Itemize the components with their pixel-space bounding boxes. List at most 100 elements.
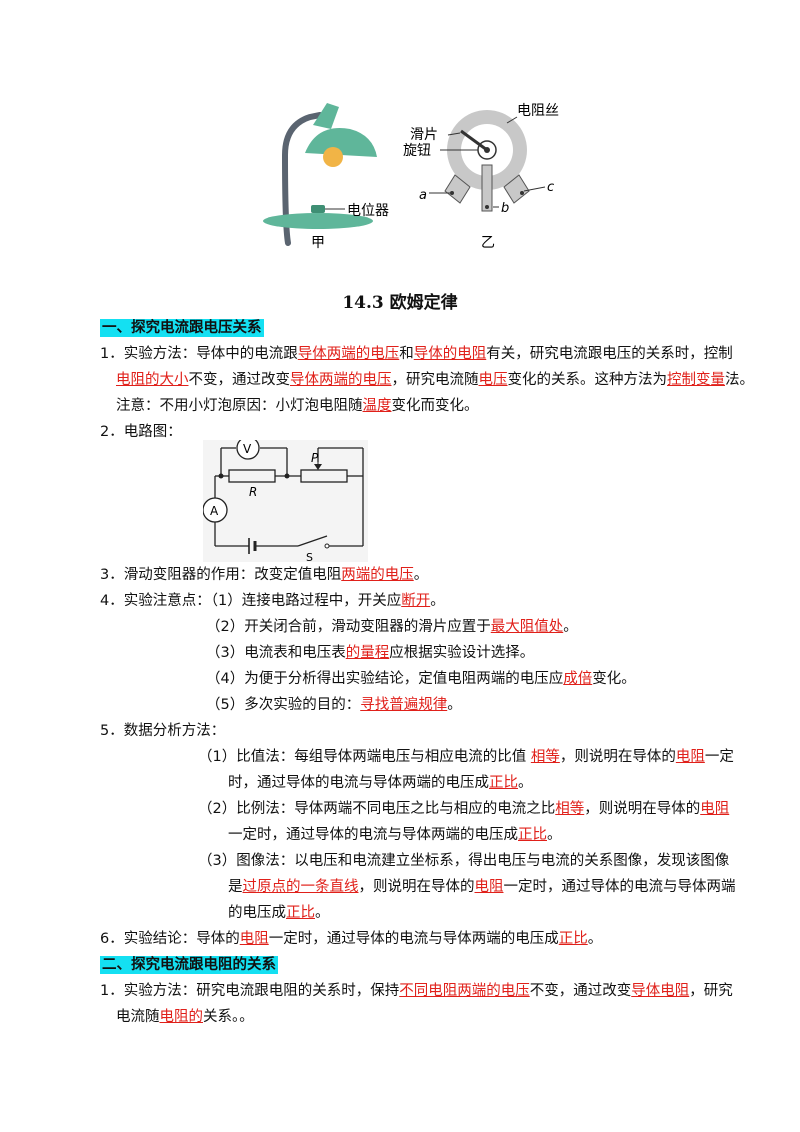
text: （5）多次实验的目的：: [206, 697, 361, 713]
text: 法。: [725, 372, 754, 388]
text: （3）电流表和电压表: [206, 645, 346, 661]
label-a: a: [419, 188, 427, 203]
slider-label: P: [311, 451, 319, 465]
label-resistance-wire: 电阻丝: [517, 103, 559, 119]
ammeter-symbol: A: [210, 504, 219, 518]
answer-blank: 导体的电阻: [413, 346, 487, 362]
label-b: b: [501, 201, 509, 216]
item4-line2: （2）开关闭合前，滑动变阻器的滑片应置于最大阻值处。: [206, 615, 578, 639]
text: ，研究: [689, 983, 733, 999]
text: 。: [563, 619, 578, 635]
text: 的电压成: [228, 905, 286, 921]
item5-m3-line1: （3）图像法：以电压和电流建立坐标系，得出电压与电流的关系图像，发现该图像: [198, 853, 730, 869]
text: 变化的关系。这种方法为: [507, 372, 668, 388]
item5-m1-line1: （1）比值法：每组导体两端电压与相应电流的比值 相等，则说明在导体的电阻一定: [198, 745, 734, 769]
item5-head: 5．数据分析方法：: [100, 723, 226, 739]
answer-blank: 最大阻值处: [490, 619, 564, 635]
text: 1．实验方法：研究电流跟电阻的关系时，保持: [100, 983, 400, 999]
text: 是: [228, 879, 243, 895]
answer-blank: 电阻: [239, 931, 269, 947]
item3-line: 3．滑动变阻器的作用：改变定值电阻两端的电压。: [100, 563, 428, 587]
text: 关系。。: [203, 1009, 254, 1025]
answer-blank: 电阻: [700, 801, 730, 817]
text: 一定: [704, 749, 734, 765]
answer-blank: 正比: [489, 775, 518, 791]
text: 有关，研究电流跟电压的关系时，控制: [486, 346, 733, 362]
desk-lamp-image: [263, 103, 377, 246]
answer-blank: 相等: [530, 749, 560, 765]
section2-heading-line: 二、探究电流跟电阻的关系: [100, 953, 278, 977]
answer-blank: 电阻: [675, 749, 705, 765]
label-knob: 旋钮: [403, 143, 431, 159]
text: （2）开关闭合前，滑动变阻器的滑片应置于: [206, 619, 491, 635]
text: 时，通过导体的电流与导体两端的电压成: [228, 775, 489, 791]
text: 。: [430, 593, 445, 609]
answer-blank: 导体两端的电压: [297, 346, 400, 362]
s2-item1-line2: 电流随电阻的关系。。: [116, 1005, 254, 1029]
label-c: c: [547, 180, 554, 195]
text: 应根据实验设计选择。: [389, 645, 535, 661]
answer-blank: 导体电阻: [631, 983, 690, 999]
page-title: 14.3 欧姆定律: [342, 293, 458, 313]
item5-m2-line1: （2）比例法：导体两端不同电压之比与相应的电流之比相等，则说明在导体的电阻: [198, 797, 729, 821]
switch-label: S: [306, 551, 313, 562]
item4-line1: 4．实验注意点：（1）连接电路过程中，开关应断开。: [100, 589, 445, 613]
text: 。: [413, 567, 429, 583]
text: ，则说明在导体的: [584, 801, 701, 817]
answer-blank: 成倍: [563, 671, 593, 687]
circuit-diagram: V A R P S: [203, 440, 368, 562]
s2-item1-line1: 1．实验方法：研究电流跟电阻的关系时，保持不同电阻两端的电压不变，通过改变导体电…: [100, 979, 733, 1003]
text: 电流随: [116, 1009, 160, 1025]
text: 一定时，通过导体的电流与导体两端的电压成: [228, 827, 518, 843]
answer-blank: 电阻: [474, 879, 504, 895]
answer-blank: 断开: [401, 593, 431, 609]
label-slider: 滑片: [410, 126, 438, 143]
voltmeter-symbol: V: [243, 442, 252, 456]
text: 不变，通过改变: [188, 372, 291, 388]
item2-line: 2．电路图：: [100, 424, 182, 440]
answer-blank: 电压: [478, 372, 508, 388]
text: 一定时，通过导体的电流与导体两端: [503, 879, 736, 895]
text: （4）为便于分析得出实验结论，定值电阻两端的电压应: [206, 671, 564, 687]
text: 1．实验方法：导体中的电流跟: [100, 346, 298, 362]
text: 。: [518, 775, 533, 791]
answer-blank: 正比: [558, 931, 588, 947]
item5-m3-line3: 的电压成正比。: [228, 901, 330, 925]
answer-blank: 电阻的: [159, 1009, 204, 1025]
text: 。: [447, 697, 462, 713]
text: （1）比值法：每组导体两端电压与相应电流的比值: [198, 749, 531, 765]
text: ，则说明在导体的: [559, 749, 676, 765]
text: （1）连接电路过程中，开关应: [210, 593, 402, 609]
text: 4．实验注意点：: [100, 593, 211, 609]
item5-m3-line2: 是过原点的一条直线，则说明在导体的电阻一定时，通过导体的电流与导体两端: [228, 875, 736, 899]
text: 。: [587, 931, 603, 947]
text: 变化。: [592, 671, 636, 687]
text: ，研究电流随: [391, 372, 479, 388]
item1-line2: 电阻的大小不变，通过改变导体两端的电压，研究电流随电压变化的关系。这种方法为控制…: [116, 368, 754, 392]
text: 和: [399, 346, 414, 362]
item4-line4: （4）为便于分析得出实验结论，定值电阻两端的电压应成倍变化。: [206, 667, 636, 691]
item5-m1-line2: 时，通过导体的电流与导体两端的电压成正比。: [228, 771, 533, 795]
answer-blank: 寻找普遍规律: [360, 697, 448, 713]
text: 注意：不用小灯泡原因：小灯泡电阻随: [116, 398, 363, 414]
section1-heading-line: 一、探究电流跟电压关系: [100, 316, 264, 340]
figure-label-yi: 乙: [481, 235, 495, 251]
item6-line: 6．实验结论：导体的电阻一定时，通过导体的电流与导体两端的电压成正比。: [100, 927, 602, 951]
text: 6．实验结论：导体的: [100, 931, 240, 947]
answer-blank: 正比: [518, 827, 547, 843]
answer-blank: 不同电阻两端的电压: [399, 983, 530, 999]
text: （2）比例法：导体两端不同电压之比与相应的电流之比: [198, 801, 556, 817]
text: 。: [547, 827, 562, 843]
answer-blank: 导体两端的电压: [290, 372, 392, 388]
item4-line5: （5）多次实验的目的：寻找普遍规律。: [206, 693, 462, 717]
text: 变化而变化。: [391, 398, 479, 414]
answer-blank: 相等: [555, 801, 585, 817]
answer-blank: 电阻的大小: [116, 372, 189, 388]
item5-m2-line2: 一定时，通过导体的电流与导体两端的电压成正比。: [228, 823, 562, 847]
item4-line3: （3）电流表和电压表的量程应根据实验设计选择。: [206, 641, 534, 665]
text: 一定时，通过导体的电流与导体两端的电压成: [268, 931, 559, 947]
section1-heading: 一、探究电流跟电压关系: [100, 319, 264, 337]
item1-note: 注意：不用小灯泡原因：小灯泡电阻随温度变化而变化。: [116, 394, 479, 418]
answer-blank: 的量程: [345, 645, 390, 661]
item1-line1: 1．实验方法：导体中的电流跟导体两端的电压和导体的电阻有关，研究电流跟电压的关系…: [100, 342, 733, 366]
